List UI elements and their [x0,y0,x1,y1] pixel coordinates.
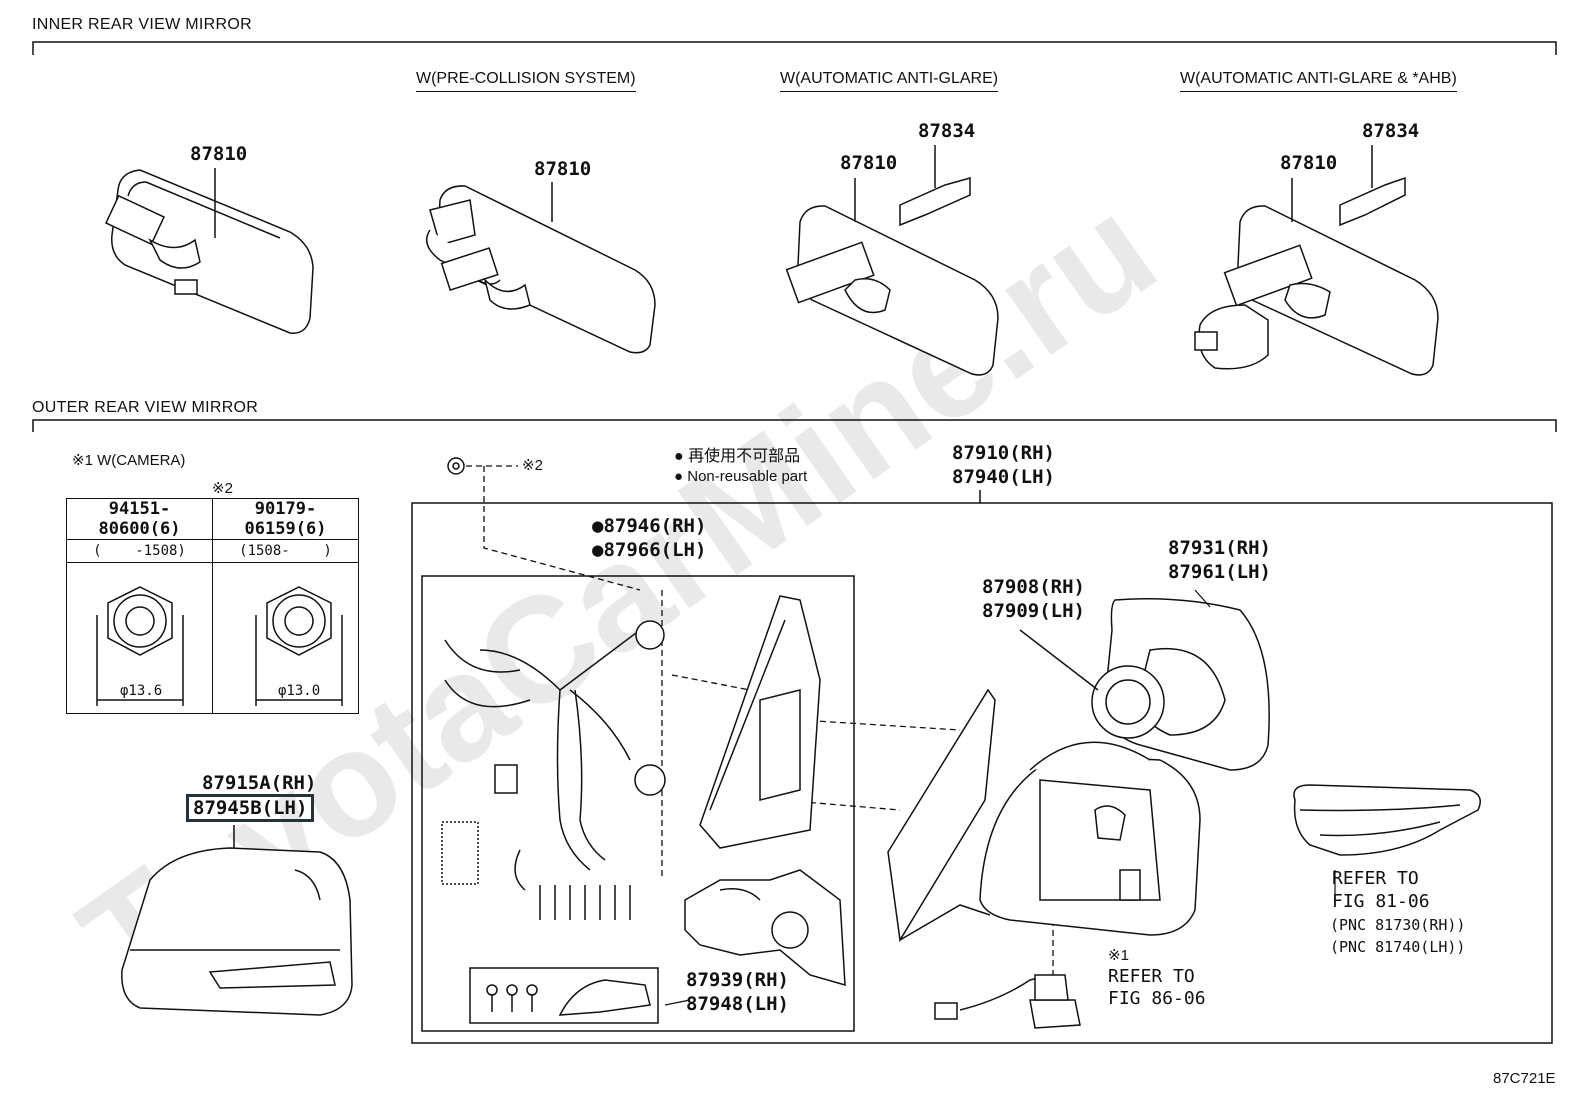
part-number-harness-rh[interactable]: ●87946(RH) [592,515,707,537]
clip-drawing [447,457,465,475]
turn-signal-refer: REFER TO [1332,868,1419,889]
part-number-assy-lh[interactable]: 87940(LH) [952,466,1055,488]
legend-en: ● Non-reusable part [674,468,808,485]
diagram-code: 87C721E [1493,1070,1556,1087]
nut-2-part-number[interactable]: 90179-06159(6) [212,498,359,540]
actuator-drawing [1019,629,1165,739]
inner-mirror-2 [425,182,656,354]
turn-signal-fig-link[interactable]: FIG 81-06 [1332,891,1430,912]
camera-mark: ※1 [1108,947,1129,964]
part-number-inner-4[interactable]: 87810 [1280,152,1338,174]
inner-mirror-4 [1194,145,1439,376]
camera-fig-link[interactable]: FIG 86-06 [1108,988,1206,1009]
nut-2-diameter: φ13.0 [278,683,321,699]
leader-lines [664,589,1336,1006]
turn-signal-pnc-lh: (PNC 81740(LH)) [1330,938,1466,956]
nut-2-cell [212,562,359,714]
condition-anti-glare-ahb: W(AUTOMATIC ANTI-GLARE & *AHB) [1180,70,1457,92]
nut-1-diameter: φ13.6 [120,683,163,699]
camera-note: ※1 W(CAMERA) [72,452,186,469]
part-number-inner-4-cover[interactable]: 87834 [1362,120,1420,142]
camera-drawing [934,974,1081,1029]
nut-1-cell [66,562,213,714]
part-number-inner-1[interactable]: 87810 [190,143,248,165]
outer-frames [233,490,1553,1044]
mark-2-clip: ※2 [522,457,543,474]
part-number-mirror-rh[interactable]: 87931(RH) [1168,537,1271,559]
condition-anti-glare: W(AUTOMATIC ANTI-GLARE) [780,70,999,92]
nut-2-date-range: (1508- ) [212,539,359,563]
part-number-cover-rh[interactable]: 87915A(RH) [202,772,317,794]
section-brackets [32,41,1557,432]
camera-refer: REFER TO [1108,966,1195,987]
harness-drawing [441,620,666,920]
part-number-mirror-lh[interactable]: 87961(LH) [1168,561,1271,583]
condition-pre-collision: W(PRE-COLLISION SYSTEM) [416,70,636,92]
outer-mirror-body-drawing [887,688,1201,943]
legend-en-text: Non-reusable part [687,468,808,485]
part-number-assy-rh[interactable]: 87910(RH) [952,442,1055,464]
part-number-cover-lh[interactable]: 87945B(LH) [186,794,315,822]
inner-mirror-1 [105,168,314,334]
mirror-cover-drawing [121,847,353,1016]
section-title-outer: OUTER REAR VIEW MIRROR [32,399,259,416]
part-number-inner-3[interactable]: 87810 [840,152,898,174]
part-number-harness-lh[interactable]: ●87966(LH) [592,539,707,561]
legend-jp: ● 再使用不可部品 [674,448,801,465]
inner-mirror-3 [785,145,999,376]
part-number-inner-3-cover[interactable]: 87834 [918,120,976,142]
screw-kit-drawing [469,967,659,1024]
part-number-actuator-lh[interactable]: 87909(LH) [982,600,1085,622]
part-number-screw-lh[interactable]: 87948(LH) [686,993,789,1015]
leader-dashes [466,465,1054,975]
mark-2-table: ※2 [212,480,233,497]
section-title-inner: INNER REAR VIEW MIRROR [32,16,252,33]
turn-signal-pnc-rh: (PNC 81730(RH)) [1330,916,1466,934]
part-number-screw-rh[interactable]: 87939(RH) [686,969,789,991]
nut-1-part-number[interactable]: 94151-80600(6) [66,498,213,540]
mirror-base-drawing [684,595,846,987]
part-number-inner-2[interactable]: 87810 [534,158,592,180]
part-number-actuator-rh[interactable]: 87908(RH) [982,576,1085,598]
nut-spec-table: 94151-80600(6) 90179-06159(6) ( -1508) (… [66,498,359,714]
nut-1-date-range: ( -1508) [66,539,213,563]
turn-signal-drawing [1293,784,1481,856]
legend-jp-text: 再使用不可部品 [688,448,801,465]
